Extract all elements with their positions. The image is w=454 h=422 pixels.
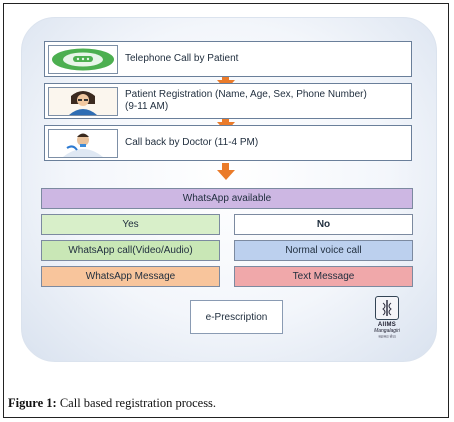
arrow-stem (222, 119, 229, 123)
patient-icon (48, 87, 118, 116)
normal-voice-call-box: Normal voice call (234, 240, 413, 261)
figure-caption: Figure 1: Call based registration proces… (8, 396, 216, 411)
step-patient-registration: Patient Registration (Name, Age, Sex, Ph… (44, 83, 412, 119)
whatsapp-call-box: WhatsApp call(Video/Audio) (41, 240, 220, 261)
caption-prefix: Figure 1: (8, 396, 57, 410)
whatsapp-message-box: WhatsApp Message (41, 266, 220, 287)
aiims-logo: AIIMS Mangalagiri स्वास्थ्य सेवा (368, 296, 406, 346)
yes-box: Yes (41, 214, 220, 235)
logo-title: AIIMS (377, 322, 397, 328)
caption-text: Call based registration process. (56, 396, 217, 410)
step-label: Call back by Doctor (11-4 PM) (125, 137, 259, 148)
logo-subtitle: Mangalagiri (374, 328, 400, 334)
text-message-box: Text Message (234, 266, 413, 287)
no-box: No (234, 214, 413, 235)
whatsapp-available-box: WhatsApp available (41, 188, 413, 209)
step-label: Patient Registration (Name, Age, Sex, Ph… (125, 89, 367, 100)
doctor-icon (48, 129, 118, 158)
step-label: Telephone Call by Patient (125, 53, 239, 64)
down-arrow-icon (217, 170, 235, 180)
step-time: (9-11 AM) (125, 101, 169, 112)
e-prescription-box: e-Prescription (190, 300, 283, 334)
arrow-stem (222, 77, 229, 81)
step-text: Patient Registration (Name, Age, Sex, Ph… (125, 84, 367, 118)
arrow-stem (222, 163, 229, 171)
aiims-seal-icon (375, 296, 399, 320)
step-doctor-callback: Call back by Doctor (11-4 PM) (44, 125, 412, 161)
step-telephone-call: Telephone Call by Patient (44, 41, 412, 77)
telephone-icon (48, 45, 118, 74)
logo-tagline: स्वास्थ्य सेवा (378, 334, 396, 339)
